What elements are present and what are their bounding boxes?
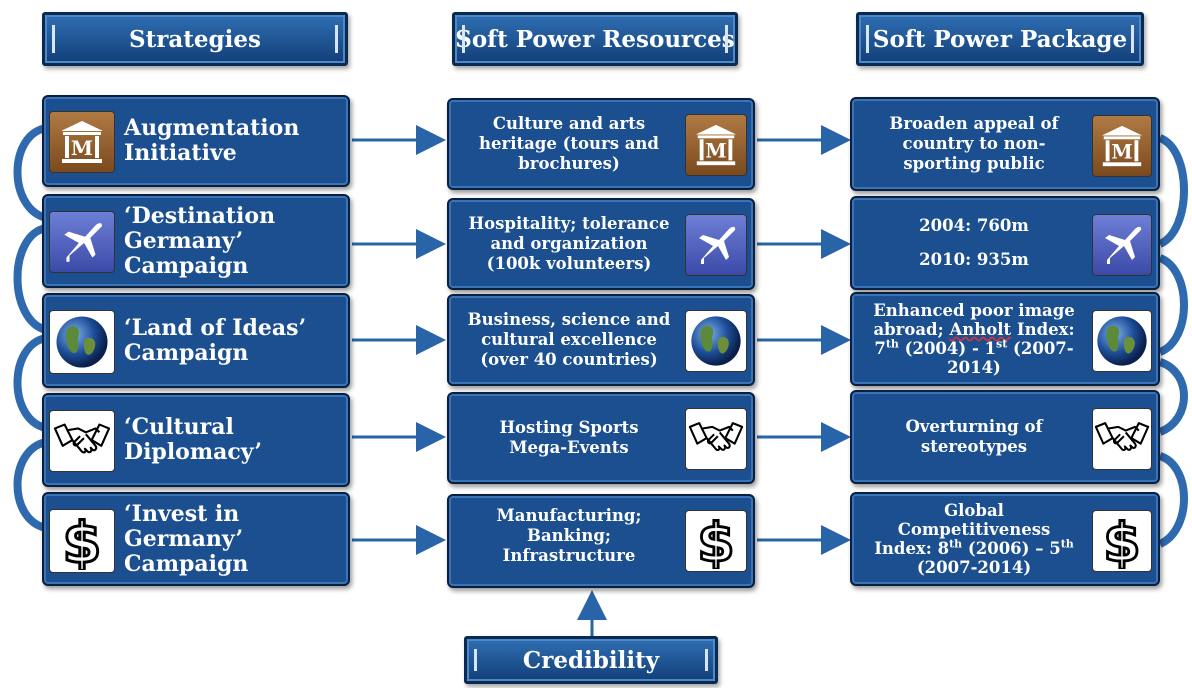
package-box-broaden-appeal: Broaden appeal of country to non- sporti… <box>850 97 1160 191</box>
resource-text: Manufacturing; Banking; Infrastructure <box>496 506 642 565</box>
svg-text:M: M <box>1111 140 1132 163</box>
package-text: Broaden appeal of country to non- sporti… <box>889 114 1059 173</box>
dollar-icon: $ <box>685 510 747 572</box>
strategy-box-invest-in-germany: $ ‘Invest in Germany’ Campaign <box>42 492 350 586</box>
resource-text: Business, science and cultural excellenc… <box>467 310 671 369</box>
globe-icon <box>1092 310 1152 372</box>
header-resources-label: Soft Power Resources <box>455 25 735 53</box>
museum-icon: M <box>685 114 747 176</box>
dollar-icon: $ <box>1092 510 1152 572</box>
globe-icon <box>685 310 747 372</box>
svg-text:M: M <box>71 136 93 160</box>
strategy-box-destination-germany: ‘Destination Germany’ Campaign <box>42 194 350 288</box>
dollar-icon: $ <box>49 509 115 573</box>
strategy-text: ‘Cultural Diplomacy’ <box>124 414 263 465</box>
strategy-text: ‘Destination Germany’ Campaign <box>124 202 276 279</box>
package-box-stereotypes: Overturning of stereotypes <box>850 390 1160 484</box>
package-box-enhanced-image: Enhanced poor image abroad; Anholt Index… <box>850 292 1160 386</box>
resource-box-sports-events: Hosting Sports Mega-Events <box>447 392 755 484</box>
strategy-box-cultural-diplomacy: ‘Cultural Diplomacy’ <box>42 393 350 487</box>
package-box-competitiveness: Global Competitiveness Index: 8th (2006)… <box>850 492 1160 586</box>
handshake-icon <box>1092 408 1152 470</box>
credibility-label: Credibility <box>522 646 660 674</box>
svg-text:$: $ <box>697 513 734 569</box>
globe-icon <box>49 310 115 374</box>
package-text: Global Competitiveness Index: 8th (2006)… <box>874 501 1074 577</box>
header-strategies-label: Strategies <box>129 25 261 53</box>
strategy-box-land-of-ideas: ‘Land of Ideas’ Campaign <box>42 293 350 388</box>
resource-text: Culture and arts heritage (tours and bro… <box>479 114 659 173</box>
credibility-box: Credibility <box>464 636 718 684</box>
strategy-text: ‘Invest in Germany’ Campaign <box>124 500 249 577</box>
resource-box-manufacturing: Manufacturing; Banking; Infrastructure $ <box>447 494 755 588</box>
resource-box-business-science: Business, science and cultural excellenc… <box>447 294 755 386</box>
package-box-visitors: 2004: 760m 2010: 935m <box>850 196 1160 290</box>
resource-box-culture: Culture and arts heritage (tours and bro… <box>447 98 755 190</box>
strategy-text: ‘Land of Ideas’ Campaign <box>124 314 307 366</box>
airplane-icon <box>685 214 747 276</box>
handshake-icon <box>49 410 115 472</box>
resource-text: Hosting Sports Mega-Events <box>499 418 639 457</box>
header-package: Soft Power Package <box>856 12 1144 66</box>
handshake-icon <box>685 408 747 470</box>
museum-icon: M <box>49 111 115 173</box>
strategy-box-augmentation: M Augmentation Initiative <box>42 95 350 187</box>
header-resources: Soft Power Resources <box>452 12 738 66</box>
right-loop-connectors <box>1157 134 1188 548</box>
header-package-label: Soft Power Package <box>872 25 1128 53</box>
resource-text: Hospitality; tolerance and organization … <box>468 214 670 273</box>
package-text: 2004: 760m 2010: 935m <box>919 216 1029 269</box>
package-text: Enhanced poor image abroad; Anholt Index… <box>873 301 1075 377</box>
airplane-icon <box>1092 214 1152 276</box>
museum-icon: M <box>1092 115 1152 177</box>
resource-box-hospitality: Hospitality; tolerance and organization … <box>447 198 755 290</box>
package-text: Overturning of stereotypes <box>905 417 1043 456</box>
svg-text:$: $ <box>63 512 102 570</box>
strategy-text: Augmentation Initiative <box>124 115 300 166</box>
header-strategies: Strategies <box>42 12 348 66</box>
svg-text:$: $ <box>1103 513 1140 569</box>
svg-text:M: M <box>705 139 726 162</box>
airplane-icon <box>49 211 115 273</box>
